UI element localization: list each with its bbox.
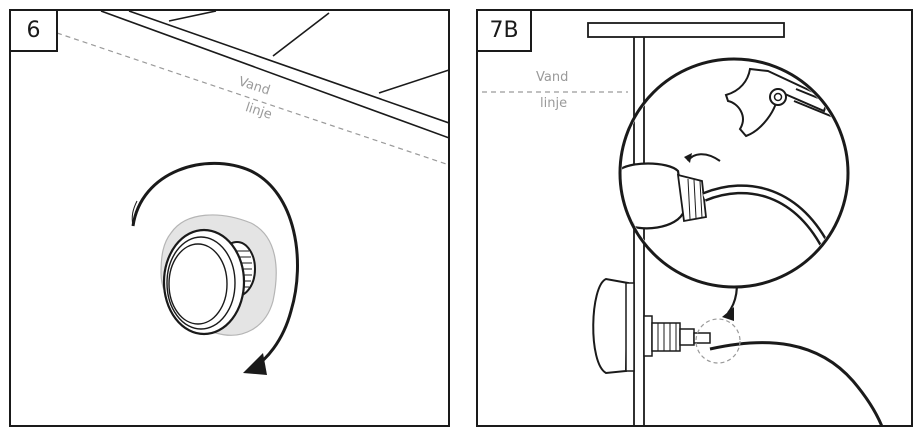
pool-light-side-view xyxy=(592,277,711,375)
step-6-panel: 6 xyxy=(9,9,450,427)
water-line xyxy=(56,32,448,166)
water-line-label-bottom: linje xyxy=(540,96,568,111)
step-number-6: 6 xyxy=(11,11,58,52)
pool-light-fixture xyxy=(162,228,256,336)
wrench-icon xyxy=(724,67,830,138)
step-number-7b: 7B xyxy=(478,11,532,52)
pool-top-rail xyxy=(587,22,785,38)
rotation-arrow xyxy=(131,162,300,375)
pool-coping-tiles xyxy=(100,11,448,139)
step-6-illustration xyxy=(56,11,448,375)
step-7b-illustration xyxy=(482,22,883,425)
zoom-detail-circle xyxy=(618,57,850,289)
connector-highlight xyxy=(695,318,741,364)
water-line-label-top: Vand xyxy=(536,70,569,85)
power-cable xyxy=(709,341,883,425)
step-7b-panel: 7B xyxy=(476,9,913,427)
